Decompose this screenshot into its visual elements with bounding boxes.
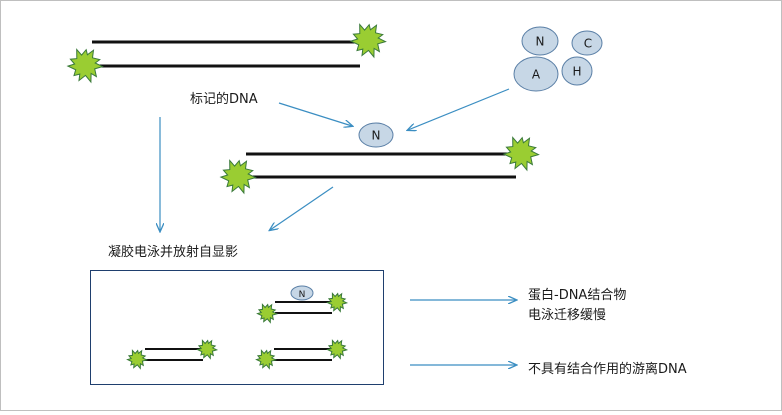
labeled-dna-label: 标记的DNA [190, 92, 258, 107]
arrow-protein-to-complex [408, 88, 510, 130]
gel-electrophoresis-label: 凝胶电泳并放射自显影 [108, 245, 239, 260]
arrow-complex-to-gel [270, 186, 334, 230]
radiolabel-star-icon [502, 136, 540, 172]
radiolabel-star-icon [196, 339, 219, 360]
protein-a-label: A [532, 68, 541, 82]
radiolabel-star-icon [256, 303, 279, 324]
free-dna-label: 不具有结合作用的游离DNA [528, 362, 687, 377]
radiolabel-star-icon [349, 23, 387, 59]
bound-protein-label: N [372, 129, 381, 143]
radiolabel-star-icon [326, 292, 349, 313]
protein-a-bubble [513, 56, 559, 92]
gel-box [90, 270, 384, 385]
protein-bubbles: N C A H [513, 26, 603, 92]
gel-bound-protein-bubble [290, 285, 314, 301]
labeled-dna-top [66, 23, 387, 84]
gel-free-band-left [126, 339, 219, 370]
protein-n-bubble [521, 26, 559, 56]
arrow-dna-to-complex [278, 102, 352, 126]
protein-c-bubble [571, 30, 603, 56]
binding-dna [219, 136, 540, 195]
radiolabel-star-icon [66, 48, 104, 84]
radiolabel-star-icon [326, 339, 349, 360]
bound-protein-bubble [358, 122, 394, 148]
protein-h-bubble [561, 56, 593, 86]
gel-bound-band: N [256, 285, 349, 324]
radiolabel-star-icon [219, 159, 257, 195]
protein-n-label: N [536, 35, 545, 49]
protein-c-label: C [584, 37, 592, 51]
gel-bound-protein-label: N [299, 290, 306, 300]
radiolabel-star-icon [255, 349, 278, 370]
radiolabel-star-icon [126, 349, 149, 370]
complex-label-line1: 蛋白-DNA结合物 [528, 288, 627, 303]
gel-free-band-right [255, 339, 349, 370]
complex-label-line2: 电泳迁移缓慢 [528, 308, 607, 323]
protein-h-label: H [572, 65, 581, 79]
